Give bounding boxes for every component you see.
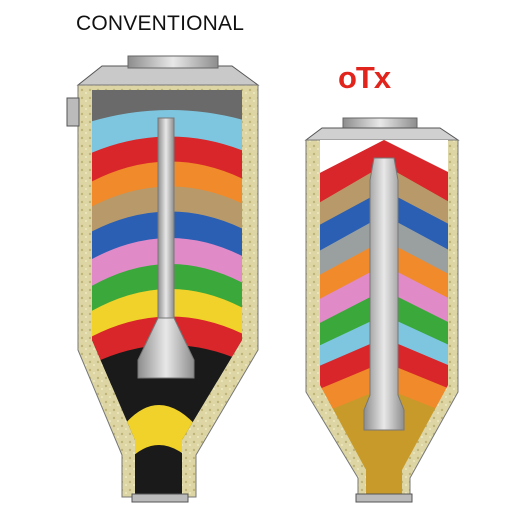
otx-center-pipe xyxy=(364,158,404,430)
otx-hopper xyxy=(306,118,460,505)
conventional-lid xyxy=(78,66,258,85)
otx-lid xyxy=(306,128,458,140)
otx-outlet xyxy=(356,494,412,502)
conventional-hopper xyxy=(67,56,260,510)
conventional-center-pipe xyxy=(158,118,174,318)
conventional-outlet xyxy=(132,494,188,502)
otx-top-port xyxy=(343,118,417,128)
conventional-top-port xyxy=(128,56,218,68)
